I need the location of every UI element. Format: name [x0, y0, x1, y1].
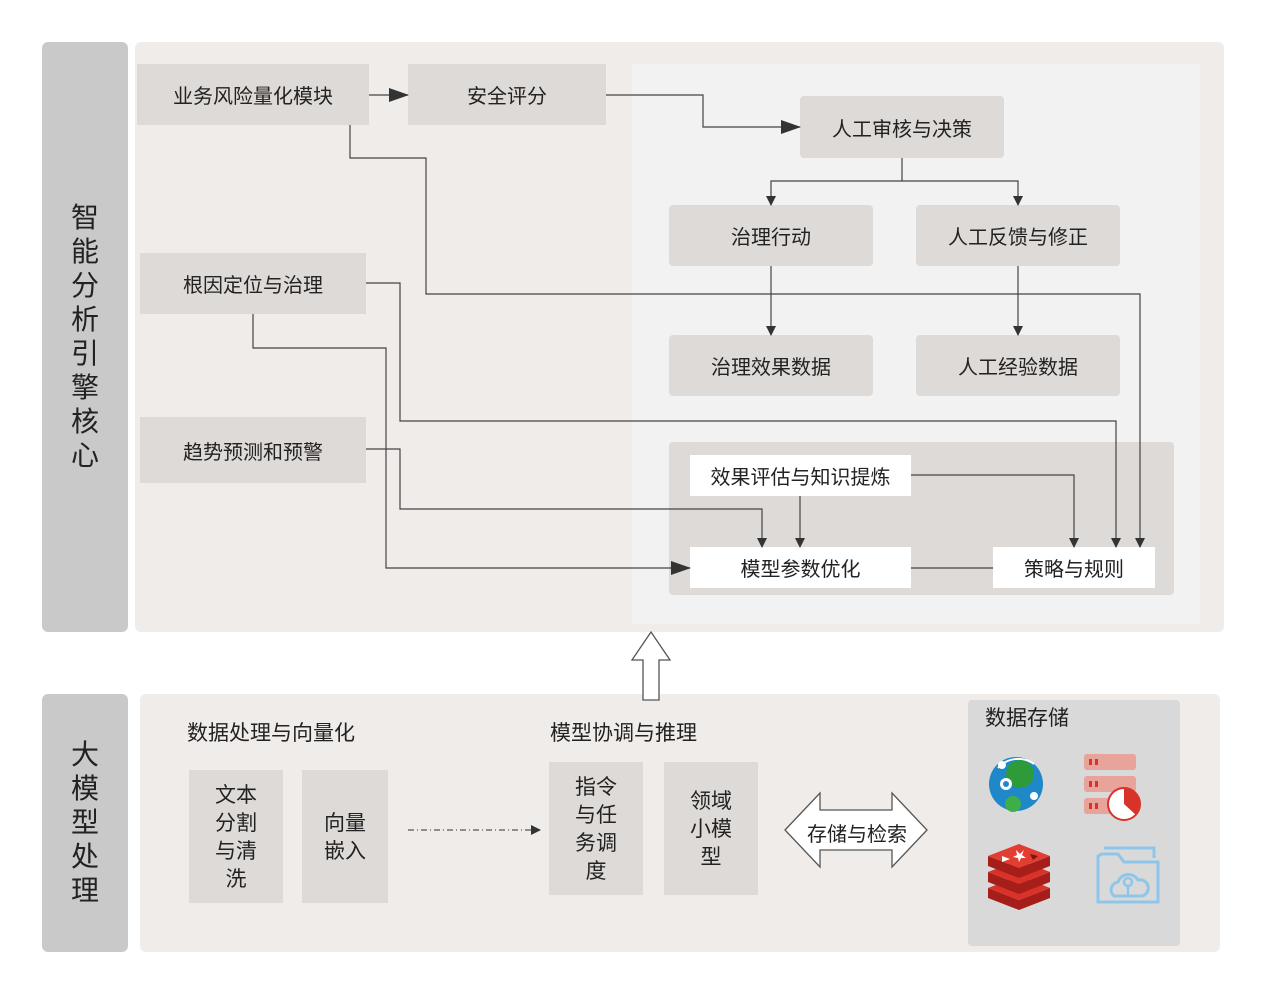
instruction-scheduling: 指令与任务调度	[549, 762, 643, 895]
engine-title: 智能分析引擎核心	[70, 201, 99, 472]
storage-double-arrow	[784, 791, 928, 869]
edge-eval-to-strategy	[911, 474, 1079, 548]
manual-experience-data: 人工经验数据	[916, 335, 1120, 396]
storage-retrieval-label: 存储与检索	[807, 822, 907, 846]
model-coord-heading: 模型协调与推理	[550, 721, 697, 745]
edge-root-to-strategy	[366, 282, 1121, 548]
governance-action: 治理行动	[669, 205, 873, 266]
text-split-clean-label: 文本分割与清洗	[215, 782, 257, 891]
governance-effect-data: 治理效果数据	[669, 335, 873, 396]
domain-small-model: 领域小模型	[664, 762, 758, 895]
domain-small-model-label: 领域小模型	[690, 788, 732, 869]
edge-review-split	[766, 158, 903, 206]
vector-embedding-label: 向量嵌入	[324, 810, 366, 863]
edge-risk-to-strategy	[349, 125, 1145, 548]
model-param-optimization: 模型参数优化	[690, 547, 911, 588]
data-processing-heading: 数据处理与向量化	[187, 721, 355, 745]
risk-quant-module: 业务风险量化模块	[137, 64, 369, 125]
root-cause-governance: 根因定位与治理	[140, 253, 366, 314]
engine-sidebar: 智能分析引擎核心	[42, 42, 128, 632]
llm-title: 大模型处理	[70, 738, 99, 907]
data-storage-box	[968, 700, 1180, 946]
edge-review-to-feedback	[902, 180, 1023, 206]
database-server-icon	[1084, 754, 1141, 821]
text-split-clean: 文本分割与清洗	[189, 770, 283, 903]
safety-score: 安全评分	[408, 64, 606, 125]
manual-feedback: 人工反馈与修正	[916, 205, 1120, 266]
folder-cloud-icon	[1096, 846, 1160, 904]
llm-sidebar: 大模型处理	[42, 694, 128, 952]
data-storage-heading: 数据存储	[985, 706, 1069, 730]
edge-root-to-model	[252, 314, 691, 575]
trend-forecast-alert: 趋势预测和预警	[140, 417, 366, 483]
instruction-scheduling-label: 指令与任务调度	[575, 774, 617, 883]
effect-eval-knowledge: 效果评估与知识提炼	[690, 455, 911, 496]
manual-review-decision: 人工审核与决策	[800, 96, 1004, 158]
vector-embedding: 向量嵌入	[302, 770, 388, 903]
graph-db-icon	[989, 757, 1043, 812]
strategy-rules: 策略与规则	[993, 547, 1155, 588]
up-arrow	[630, 630, 672, 701]
edge-trend-to-model	[366, 448, 767, 548]
edge-score-to-review	[606, 94, 801, 134]
redis-icon	[988, 844, 1050, 910]
